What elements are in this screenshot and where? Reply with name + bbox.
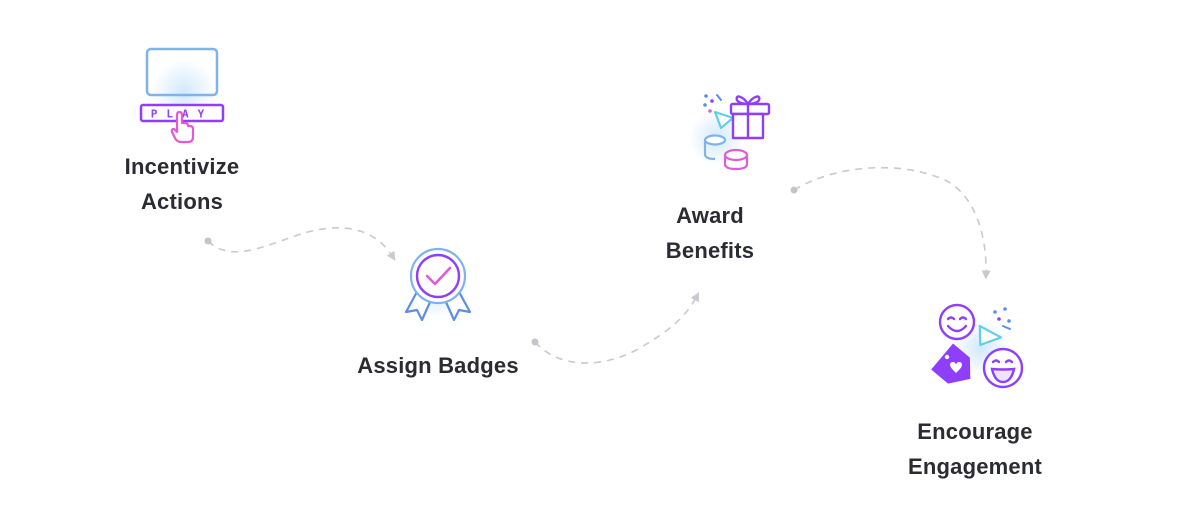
gift-box-icon (729, 95, 771, 140)
step-label-line-2: Benefits (665, 238, 755, 263)
party-cone-icon (713, 110, 735, 130)
coins-icon (703, 134, 749, 171)
heart-tag-icon (931, 343, 971, 384)
play-screen-icon: PLAY (139, 47, 225, 144)
step-award-benefits: Award Benefits (630, 88, 790, 268)
step-label-line-2: Actions (140, 189, 224, 214)
connector-3 (793, 166, 991, 280)
connector-2 (534, 292, 700, 364)
step-encourage-engagement: Encourage Engagement (880, 303, 1070, 484)
step-incentivize-actions: PLAY Incentivize Actions (102, 45, 262, 219)
confetti-icon (703, 94, 722, 113)
connector-1 (207, 226, 396, 261)
smiley-face-icon (938, 303, 976, 341)
badge-ribbon-icon (404, 247, 472, 322)
party-cone-icon (978, 324, 1003, 347)
connector-2-start-dot (531, 338, 539, 346)
laughing-face-icon (982, 347, 1024, 389)
step-label-line-2: Engagement (907, 454, 1043, 479)
confetti-icon (993, 307, 1011, 330)
connector-3-start-dot (790, 186, 798, 194)
connector-1-start-dot (204, 237, 212, 245)
step-assign-badges: Assign Badges (338, 246, 538, 383)
smiley-engagement-icon (931, 303, 1024, 389)
step-label-line-1: Assign Badges (357, 353, 519, 378)
step-label-line-1: Award (676, 203, 744, 228)
step-label-line-1: Encourage (917, 419, 1033, 444)
step-label-line-1: Incentivize (124, 154, 240, 179)
gift-coins-icon (689, 94, 771, 171)
